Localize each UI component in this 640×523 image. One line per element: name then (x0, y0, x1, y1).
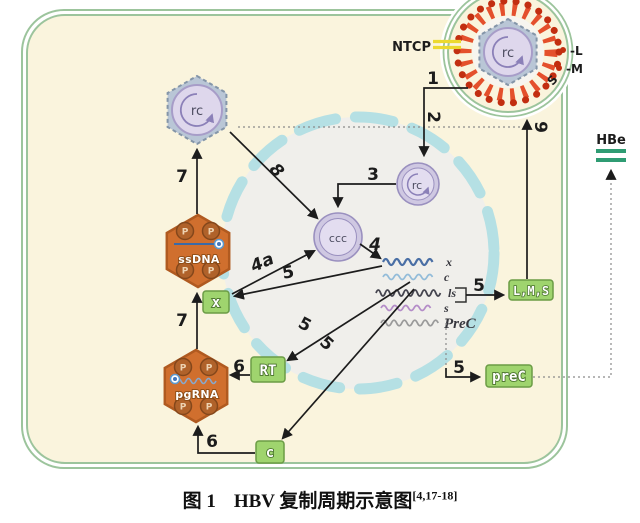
virion: rc (453, 0, 563, 107)
step-6-c: 6 (206, 432, 218, 452)
rt-protein-box (250, 356, 286, 383)
figure-title: HBV 复制周期示意图 (233, 491, 413, 512)
core-protein-box (255, 440, 285, 464)
arrow-x-to-ccc (231, 249, 316, 295)
x-protein-box (202, 290, 230, 314)
arrow-rc-to-ccc (332, 183, 396, 209)
spike-dot-l (560, 47, 566, 53)
polymerase-p-label: P (180, 364, 187, 374)
polymerase-p-label: P (208, 228, 215, 238)
mrna-ls-wave (375, 289, 442, 297)
core-protein-label: c (266, 445, 274, 461)
ntcp-label: NTCP (392, 40, 431, 55)
nuclear-rcdna: rc (396, 162, 440, 206)
mrna-s-wave (380, 304, 432, 312)
hbe-label: HBe (596, 133, 626, 148)
virion-core-label: rc (502, 46, 514, 61)
arrow-translate-rt (286, 281, 411, 362)
prec-protein-label: preC (492, 369, 526, 385)
polymerase-p-label: P (182, 267, 189, 277)
polymerase-p-label: P (182, 228, 189, 238)
pathway-arrows (191, 87, 617, 454)
ccc-label: ccc (329, 232, 347, 245)
prec-protein-box (485, 364, 533, 388)
step-9: 9 (530, 121, 550, 133)
arrow-capsid-recycle (229, 131, 319, 220)
polymerase-p-label: P (208, 267, 215, 277)
mature-rc-capsid: rc (166, 74, 228, 146)
step-4: 4 (368, 235, 381, 255)
arrow-translate-prec (445, 368, 482, 383)
ssdna-label: ssDNA (178, 253, 220, 266)
envelope-m-label: -M (566, 62, 583, 76)
polymerase-p-label: P (206, 403, 213, 413)
arrow-entry (418, 87, 468, 158)
mrna-c-label: c (444, 270, 450, 284)
figure-label: 图 1 (182, 491, 216, 512)
step-5-prec: 5 (453, 358, 465, 378)
rcdna-circular-arrow (492, 36, 524, 68)
hbe-bar-bottom (596, 158, 626, 162)
rcdna-circular-arrow (179, 93, 215, 127)
envelope-spike-heads (453, 0, 563, 107)
x-protein-label: x (212, 295, 221, 311)
hbe-bar-top (596, 149, 626, 153)
capsid-rc-label: rc (191, 104, 203, 119)
nuclear-rc-label: rc (412, 179, 422, 192)
mrna-prec-label: PreC (444, 316, 477, 332)
mrna-s-label: s (443, 301, 449, 315)
rt-protein-label: RT (260, 363, 277, 379)
viral-mrnas: x c ls s PreC (375, 255, 477, 332)
polymerase-p-label: P (180, 403, 187, 413)
arrow-translate-c (281, 288, 415, 440)
envelope-spike-stems (458, 2, 558, 102)
rcdna-circular-arrow (406, 173, 430, 196)
mrna-ls-label: ls (448, 286, 456, 300)
arrow-transcription (359, 243, 382, 260)
mrna-x-label: x (445, 255, 452, 269)
mrna-c-wave (382, 273, 434, 281)
ssdna-capsid: P P P P ssDNA (165, 213, 231, 289)
figure-reference: [4,17-18] (412, 488, 458, 503)
step-6-rt: 6 (233, 357, 245, 377)
spike-dot-m (556, 65, 562, 71)
pgrna-label: pgRNA (175, 388, 219, 401)
pgrna-capsid: P P P P pgRNA (163, 348, 229, 424)
figure-caption: 图 1 HBV 复制周期示意图[4,17-18] (0, 486, 640, 513)
protein-boxes: x RT c L,M,S preC (202, 279, 554, 464)
mrna-x-wave (382, 257, 434, 267)
polymerase-p-label: P (206, 364, 213, 374)
step-1: 1 (427, 69, 439, 89)
cccdna: ccc (313, 212, 363, 262)
step-5-lms: 5 (473, 276, 485, 296)
ntcp-receptor: NTCP (392, 39, 461, 55)
hbe-antigen: HBe (596, 133, 626, 162)
arrow-translate-x (232, 265, 383, 300)
step-3: 3 (367, 165, 379, 185)
step-7-bottom: 7 (176, 311, 188, 331)
step-2: 2 (423, 111, 443, 123)
mrna-prec-wave (380, 319, 440, 327)
step-5-x: 5 (281, 262, 296, 284)
lms-protein-box (508, 279, 554, 301)
pgrna-strand (175, 377, 217, 385)
arrow-core-encapsidation (192, 424, 255, 454)
step-7-top: 7 (176, 167, 188, 187)
lms-protein-label: L,M,S (513, 284, 549, 298)
envelope-l-label: -L (570, 44, 583, 58)
hbe-secretion-path (533, 175, 612, 378)
